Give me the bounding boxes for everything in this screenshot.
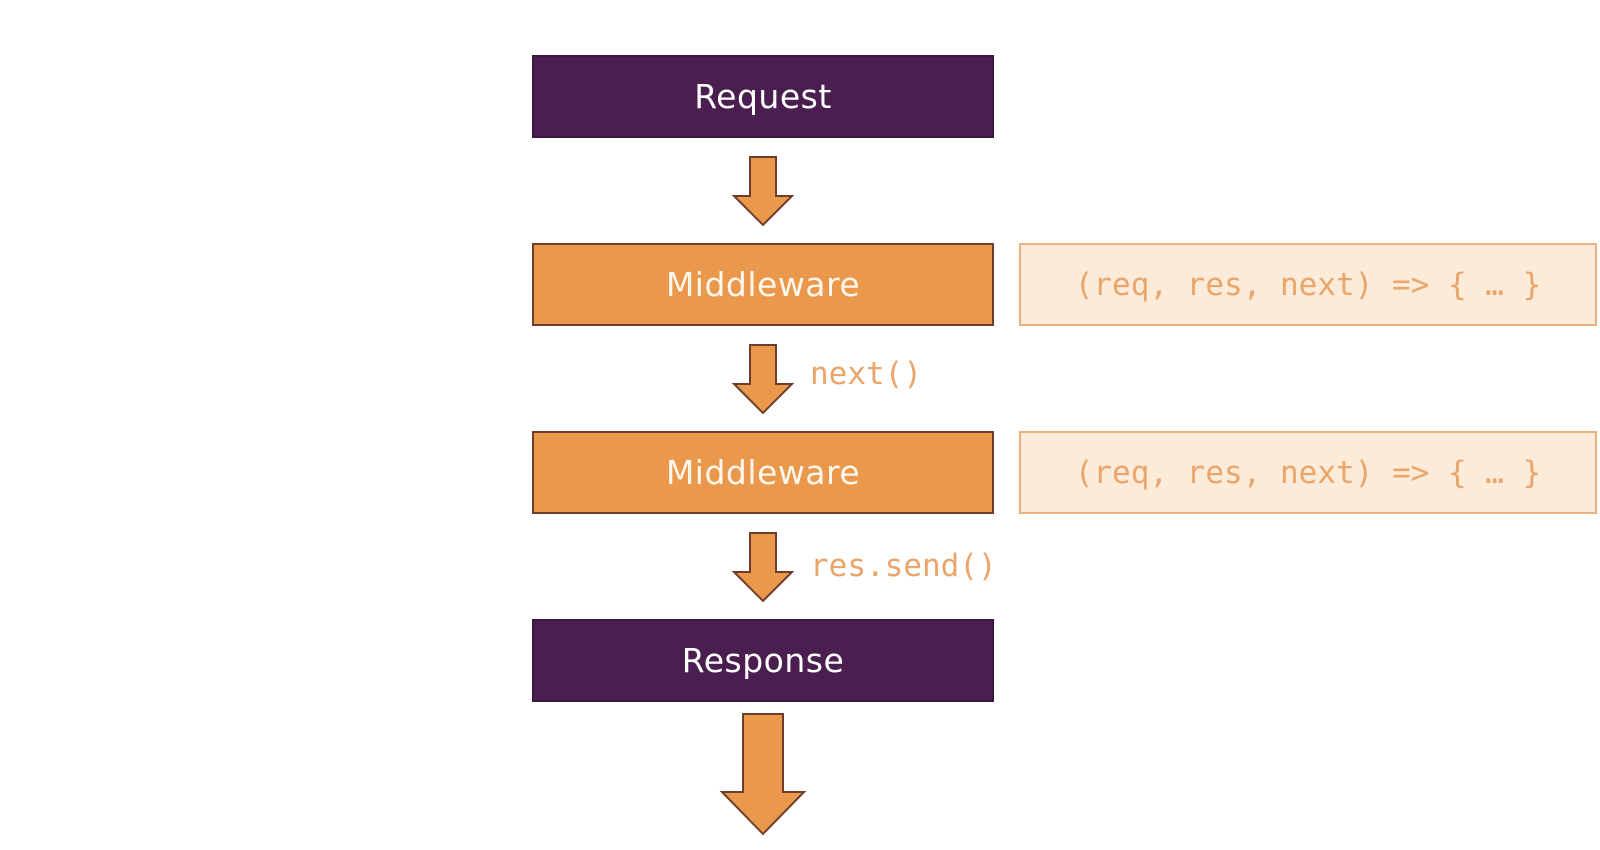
arrow-down-icon	[731, 532, 795, 603]
response-box: Response	[532, 619, 994, 702]
arrow-down-icon	[719, 713, 807, 836]
response-label: Response	[681, 641, 845, 680]
request-box: Request	[532, 55, 994, 138]
middleware-code-box-2: (req, res, next) => { … }	[1019, 431, 1597, 514]
next-call-label: next()	[810, 356, 922, 392]
res-send-call-label: res.send()	[810, 548, 997, 584]
arrow-down-icon	[731, 344, 795, 415]
middleware-code-1: (req, res, next) => { … }	[1074, 266, 1542, 303]
middleware-label-2: Middleware	[665, 453, 861, 492]
middleware-label-1: Middleware	[665, 265, 861, 304]
middleware-box-1: Middleware	[532, 243, 994, 326]
middleware-box-2: Middleware	[532, 431, 994, 514]
arrow-down-icon	[731, 156, 795, 227]
middleware-code-2: (req, res, next) => { … }	[1074, 454, 1542, 491]
middleware-code-box-1: (req, res, next) => { … }	[1019, 243, 1597, 326]
request-label: Request	[694, 77, 832, 116]
